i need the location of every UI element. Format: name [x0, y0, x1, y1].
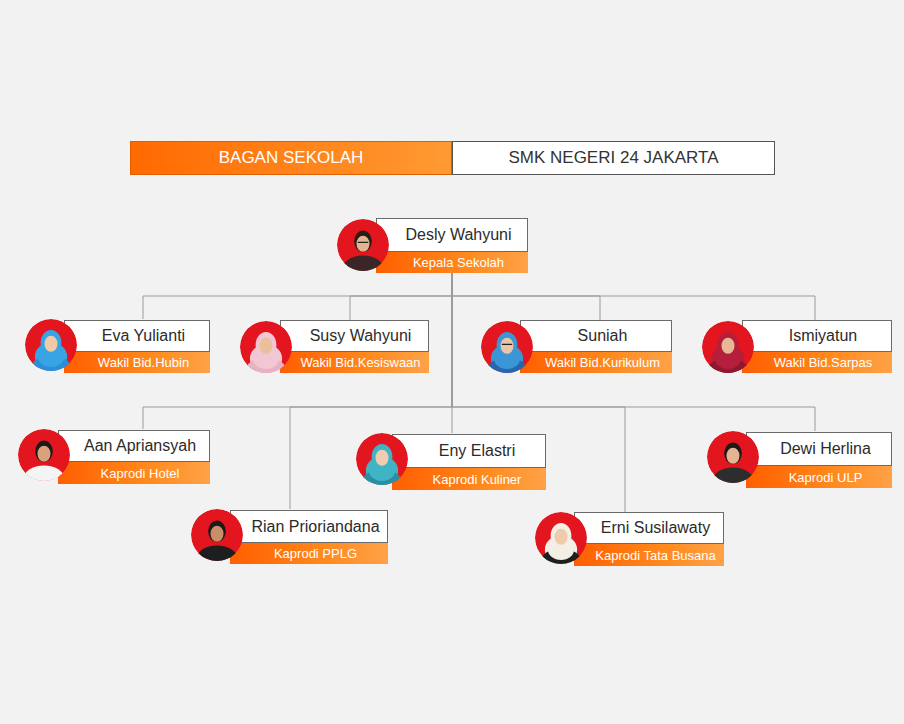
face-shape [555, 529, 568, 545]
person-role: Kaprodi PPLG [274, 546, 357, 561]
person-name: Suniah [578, 327, 628, 345]
photo-content [18, 429, 70, 481]
person-role: Wakil Bid.Kurikulum [545, 355, 660, 370]
photo-content [240, 321, 292, 373]
portrait-photo [481, 321, 533, 373]
clothing-shape [196, 545, 238, 561]
portrait-photo [18, 429, 70, 481]
name-box: Desly Wahyuni [376, 218, 528, 252]
hair-shape [724, 442, 742, 464]
portrait-photo [25, 319, 77, 371]
org-connector [452, 273, 815, 320]
person-card: Erni SusilawatyKaprodi Tata Busana [535, 512, 724, 566]
face-shape [260, 338, 273, 354]
org-connector [350, 273, 452, 320]
portrait-photo [337, 219, 389, 271]
name-box: Susy Wahyuni [280, 320, 429, 352]
photo-content [25, 319, 77, 371]
face-shape [211, 526, 224, 542]
name-box: Eny Elastri [392, 434, 546, 468]
photo-content [702, 321, 754, 373]
hair-shape [35, 440, 53, 462]
photo-content [337, 219, 389, 271]
face-shape [357, 236, 370, 252]
person-name: Dewi Herlina [780, 440, 871, 458]
role-bar: Kepala Sekolah [376, 252, 528, 273]
photo-content [356, 433, 408, 485]
person-name: Erni Susilawaty [601, 519, 710, 537]
face-shape [38, 446, 51, 462]
header-text: SMK NEGERI 24 JAKARTA [508, 148, 718, 168]
person-role: Kaprodi Hotel [101, 466, 180, 481]
name-box: Dewi Herlina [746, 432, 892, 466]
person-role: Wakil Bid.Hubin [98, 355, 189, 370]
person-name: Eny Elastri [439, 442, 515, 460]
portrait-photo [356, 433, 408, 485]
role-bar: Wakil Bid.Sarpas [742, 352, 892, 373]
name-box: Suniah [520, 320, 672, 352]
person-card: Dewi HerlinaKaprodi ULP [707, 431, 892, 488]
person-role: Kaprodi Tata Busana [595, 548, 715, 563]
face-shape [501, 338, 514, 354]
clothing-shape [712, 467, 754, 483]
portrait-photo [707, 431, 759, 483]
photo-content [535, 512, 587, 564]
person-name: Aan Apriansyah [84, 437, 196, 455]
photo-content [707, 431, 759, 483]
portrait-photo [191, 509, 243, 561]
clothing-shape [23, 465, 65, 481]
portrait-photo [702, 321, 754, 373]
header-box: BAGAN SEKOLAH [130, 141, 452, 175]
name-box: Eva Yulianti [64, 320, 210, 352]
person-card: Desly WahyuniKepala Sekolah [337, 218, 528, 273]
org-connector [143, 273, 452, 319]
name-box: Erni Susilawaty [574, 512, 724, 544]
glasses-frame [358, 242, 368, 243]
role-bar: Wakil Bid.Kesiswaan [280, 352, 429, 373]
face-shape [727, 448, 740, 464]
name-box: Ismiyatun [742, 320, 892, 352]
person-card: SuniahWakil Bid.Kurikulum [481, 320, 672, 373]
person-card: Eny ElastriKaprodi Kuliner [356, 433, 546, 490]
header-text: BAGAN SEKOLAH [219, 148, 364, 168]
glasses-frame [502, 344, 512, 345]
person-role: Kepala Sekolah [413, 255, 504, 270]
person-role: Kaprodi ULP [789, 470, 863, 485]
photo-content [191, 509, 243, 561]
person-role: Kaprodi Kuliner [433, 472, 522, 487]
role-bar: Kaprodi Kuliner [392, 468, 546, 490]
person-role: Wakil Bid.Sarpas [774, 355, 873, 370]
hair-shape [354, 230, 372, 252]
face-shape [376, 450, 389, 466]
person-card: Susy WahyuniWakil Bid.Kesiswaan [240, 320, 429, 373]
person-name: Ismiyatun [789, 327, 857, 345]
photo-content [481, 321, 533, 373]
clothing-shape [342, 255, 384, 271]
person-name: Eva Yulianti [102, 327, 185, 345]
name-box: Aan Apriansyah [58, 430, 210, 462]
role-bar: Wakil Bid.Hubin [64, 352, 210, 373]
role-bar: Kaprodi Hotel [58, 462, 210, 484]
person-card: Rian PrioriandanaKaprodi PPLG [191, 509, 388, 564]
portrait-photo [535, 512, 587, 564]
person-name: Susy Wahyuni [310, 327, 412, 345]
person-card: Eva YuliantiWakil Bid.Hubin [25, 319, 210, 373]
person-name: Desly Wahyuni [405, 226, 511, 244]
role-bar: Wakil Bid.Kurikulum [520, 352, 672, 373]
role-bar: Kaprodi PPLG [230, 543, 388, 564]
person-role: Wakil Bid.Kesiswaan [300, 355, 420, 370]
header-box: SMK NEGERI 24 JAKARTA [452, 141, 775, 175]
name-box: Rian Prioriandana [230, 510, 388, 543]
face-shape [722, 338, 735, 354]
person-card: IsmiyatunWakil Bid.Sarpas [702, 320, 892, 373]
face-shape [45, 336, 58, 352]
portrait-photo [240, 321, 292, 373]
role-bar: Kaprodi ULP [746, 466, 892, 488]
role-bar: Kaprodi Tata Busana [574, 544, 724, 566]
person-name: Rian Prioriandana [251, 518, 379, 536]
hair-shape [208, 520, 226, 542]
person-card: Aan ApriansyahKaprodi Hotel [18, 429, 210, 484]
